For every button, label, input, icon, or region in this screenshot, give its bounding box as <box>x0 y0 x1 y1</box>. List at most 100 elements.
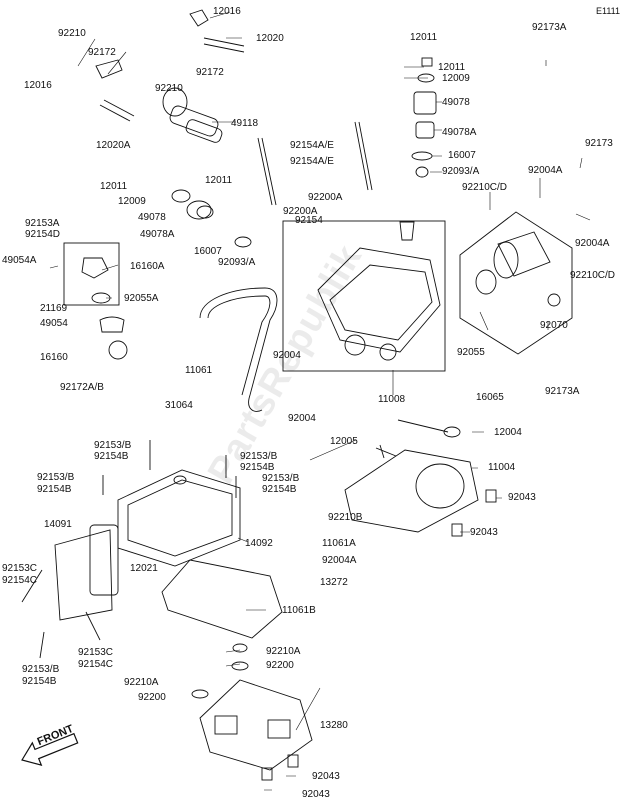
part-number-label: 92210 <box>58 28 86 39</box>
part-number-label: 49054A <box>2 255 37 266</box>
part-number-label: 92210C/D <box>570 270 616 281</box>
part-number-label: 12021 <box>130 563 158 574</box>
part-number-label: 92200 <box>138 692 166 703</box>
part-number-label: 49078 <box>138 212 166 223</box>
part-number-label: 13280 <box>320 720 348 731</box>
part-number-label: 92154B <box>240 462 275 473</box>
part-number-label: 92154A/E <box>290 156 334 167</box>
part-number-label: 92153/B <box>262 473 300 484</box>
part-number-label: 92055A <box>124 293 159 304</box>
part-number-label: 92043 <box>312 771 340 782</box>
part-number-label: 12011 <box>205 175 233 186</box>
part-number-label: 92043 <box>302 789 330 800</box>
left-valve-stack-drawing <box>171 137 277 248</box>
part-number-label: 92172 <box>196 67 224 78</box>
valves-gasket-drawing <box>344 419 497 537</box>
part-number-label: 92154C <box>78 659 114 670</box>
part-number-label: 12020A <box>96 140 131 151</box>
part-number-label: 14092 <box>245 538 273 549</box>
part-number-label: 92210C/D <box>462 182 508 193</box>
part-number-label: 92153C <box>2 563 38 574</box>
leader-lines <box>49 11 591 791</box>
part-number-label: 14091 <box>44 519 72 530</box>
part-number-label: 92153C <box>78 647 114 658</box>
part-number-label: 92154B <box>262 484 297 495</box>
part-number-label: 49118 <box>231 118 259 129</box>
part-number-label: 92093/A <box>218 257 256 268</box>
part-number-label: 12009 <box>442 73 470 84</box>
part-number-label: 92153/B <box>22 664 60 675</box>
part-number-label: 92055 <box>457 347 485 358</box>
part-number-label: 92173 <box>585 138 613 149</box>
part-number-label: 16007 <box>448 150 476 161</box>
thermostat-box <box>63 242 120 306</box>
part-number-label: 92153/B <box>37 472 75 483</box>
part-number-label: 49054 <box>40 318 68 329</box>
part-number-label: 92210A <box>266 646 301 657</box>
part-number-label: 92154B <box>22 676 57 687</box>
part-number-label: 16160A <box>130 261 165 272</box>
part-number-label: 12005 <box>330 436 358 447</box>
thermostat-drawing <box>81 257 128 360</box>
part-number-label: 92154B <box>37 484 72 495</box>
front-direction-arrow <box>21 732 79 767</box>
part-number-label: 12004 <box>494 427 522 438</box>
part-number-label: 92043 <box>508 492 536 503</box>
part-number-label: 11061A <box>322 538 356 549</box>
part-number-label: 92154C <box>2 575 38 586</box>
part-number-label: 92210B <box>328 512 363 523</box>
part-number-label: 12016 <box>213 6 241 17</box>
part-number-label: 92210A <box>124 677 159 688</box>
part-number-label: 92004A <box>322 555 357 566</box>
part-number-label: 92154 <box>295 215 323 226</box>
part-number-label: 16007 <box>194 246 222 257</box>
part-number-label: 12011 <box>410 32 438 43</box>
part-number-label: 49078A <box>140 229 175 240</box>
part-number-label: 12011 <box>438 62 466 73</box>
head-cover-drawing <box>54 469 241 621</box>
part-number-label: 92200A <box>283 206 318 217</box>
camshaft-assembly-drawing <box>95 9 245 143</box>
part-number-label: 12016 <box>24 80 52 91</box>
part-number-label: 92004A <box>575 238 610 249</box>
cover-gasket-drawing <box>161 559 283 639</box>
part-number-label: 11008 <box>378 394 406 405</box>
part-number-label: 92172 <box>88 47 116 58</box>
part-number-label: 92153/B <box>240 451 278 462</box>
part-number-label: 92070 <box>540 320 568 331</box>
bolts-drawing <box>21 440 237 659</box>
part-number-label: 16065 <box>476 392 504 403</box>
part-number-label: 92154A/E <box>290 140 334 151</box>
part-number-label: 31064 <box>165 400 193 411</box>
part-number-label: 12020 <box>256 33 284 44</box>
part-number-label: 92210 <box>155 83 183 94</box>
right-valve-stack-drawing <box>354 57 437 191</box>
part-number-label: 11004 <box>488 462 516 473</box>
part-number-label: 92172A/B <box>60 382 104 393</box>
part-number-label: 92093/A <box>442 166 480 177</box>
part-number-label: 92004 <box>273 350 301 361</box>
part-number-label: 92153A <box>25 218 60 229</box>
part-number-label: 11061B <box>282 605 316 616</box>
part-number-label: 92200A <box>308 192 343 203</box>
part-number-label: 16160 <box>40 352 68 363</box>
part-number-label: 13272 <box>320 577 348 588</box>
intake-pipe-drawing <box>475 231 561 307</box>
intake-box <box>459 211 573 355</box>
part-number-label: 92004A <box>528 165 563 176</box>
camshaft-holder-drawing <box>191 643 313 781</box>
cylinder-head-box <box>282 220 446 372</box>
part-number-label: 92154D <box>25 229 61 240</box>
part-number-label: 11061 <box>185 365 213 376</box>
breather-pipe-drawing <box>199 287 278 412</box>
part-number-label: 92200 <box>266 660 294 671</box>
part-number-label: 12009 <box>118 196 146 207</box>
part-number-label: 92173A <box>532 22 567 33</box>
part-number-label: 49078A <box>442 127 477 138</box>
part-number-label: 49078 <box>442 97 470 108</box>
part-number-label: 92154B <box>94 451 129 462</box>
part-number-label: 92043 <box>470 527 498 538</box>
cylinder-head-drawing <box>317 221 441 361</box>
